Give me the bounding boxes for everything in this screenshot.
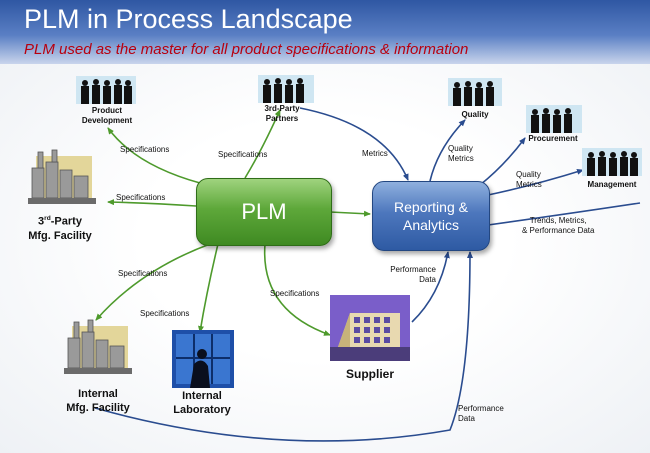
page-subtitle: PLM used as the master for all product s…	[24, 41, 469, 58]
factory-icon	[28, 149, 96, 204]
edge-label-spec-partners: Specifications	[218, 150, 268, 159]
edge-label-spec-internal-mfg: Specifications	[118, 269, 168, 278]
third-party-mfg-label: 3rd-Party Mfg. Facility	[28, 215, 92, 242]
edge-label-metrics: Metrics	[362, 149, 388, 158]
title-bar	[0, 0, 650, 64]
plm-node: PLM	[196, 178, 332, 246]
edge-label-spec-supplier: Specifications	[270, 289, 320, 298]
people-group-icon	[582, 148, 642, 176]
arrow-internal-to-reporting	[94, 251, 473, 442]
supplier-label: Supplier	[345, 367, 394, 381]
arrow-plm-to-reporting	[329, 210, 371, 217]
people-group-icon	[448, 78, 502, 106]
edge-label-trends: Trends, Metrics,& Performance Data	[522, 216, 595, 235]
plm-label: PLM	[241, 199, 287, 224]
procurement-label: Procurement	[528, 134, 578, 143]
arrow-plm-to-internal-mfg	[95, 243, 211, 321]
arrow-partners-to-reporting	[299, 107, 409, 181]
laboratory-image	[172, 330, 234, 388]
edge-label-spec-product-dev: Specifications	[120, 145, 170, 154]
arrow-supplier-to-reporting	[411, 251, 450, 323]
management-label: Management	[587, 180, 637, 189]
people-group-icon	[526, 105, 582, 133]
arrow-reporting-to-quality	[429, 119, 466, 182]
arrow-reporting-to-procurement	[479, 137, 526, 186]
factory-icon	[64, 319, 132, 374]
arrow-plm-to-supplier	[263, 243, 331, 336]
reporting-analytics-label: Reporting & Analytics	[394, 199, 468, 233]
supplier-building-image	[330, 295, 410, 361]
arrow-plm-to-partners	[244, 109, 281, 179]
arrow-plm-to-lab	[198, 243, 219, 333]
arrow-plm-to-product-development	[107, 127, 201, 184]
reporting-analytics-node: Reporting & Analytics	[372, 181, 490, 251]
page-title: PLM in Process Landscape	[24, 4, 353, 34]
edge-label-spec-3rd-mfg: Specifications	[116, 193, 166, 202]
people-group-icon	[258, 75, 314, 103]
arrow-reporting-to-management	[487, 168, 584, 196]
people-group-icon	[76, 76, 136, 104]
arrow-plm-to-3rd-party-mfg	[107, 199, 197, 207]
arrow-reporting-out-right	[487, 202, 641, 226]
quality-label: Quality	[461, 110, 489, 119]
edge-label-spec-lab: Specifications	[140, 309, 190, 318]
